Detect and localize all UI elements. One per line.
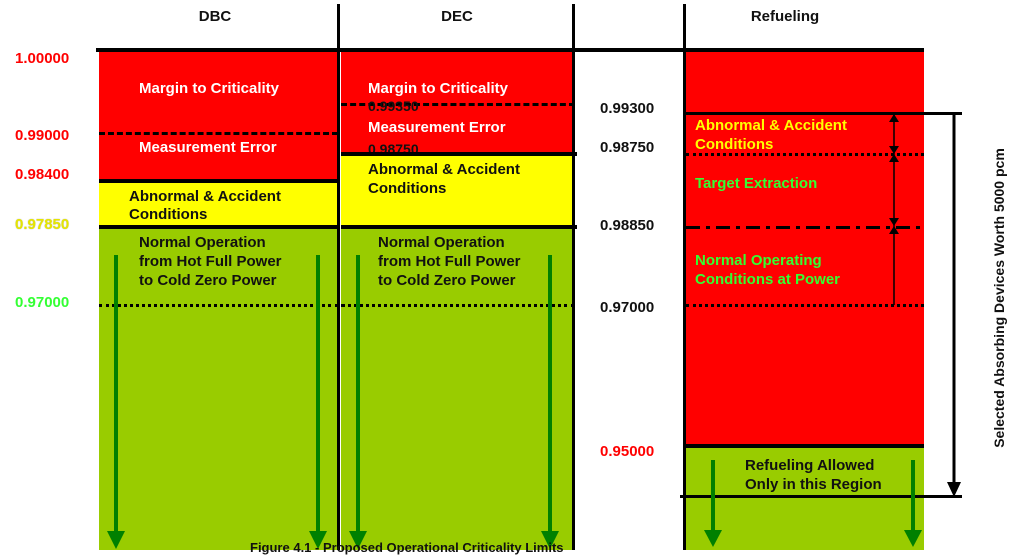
dec-abnormal-top-line (341, 152, 577, 156)
dbc-arrow-left (107, 255, 125, 549)
refueling-target-label: Target Extraction (695, 175, 818, 192)
dbc-measurement-label: Measurement Error (139, 139, 277, 156)
refueling-allowed-label-1: Refueling Allowed (745, 457, 875, 474)
left-axis-0-97000: 0.97000 (15, 294, 70, 311)
dbc-normal-label-2: from Hot Full Power (139, 253, 282, 270)
top-limit-line (96, 48, 924, 52)
refueling-098850-line (686, 226, 924, 229)
refueling-left-border (683, 48, 686, 550)
refueling-inner-arrows (889, 114, 899, 305)
refueling-abnormal-label-1: Abnormal & Accident (695, 117, 847, 134)
mid-axis-0-95000: 0.95000 (600, 443, 655, 460)
refueling-normal-label-1: Normal Operating (695, 252, 822, 269)
dbc-red-region (99, 52, 338, 179)
figure-caption: Figure 4.1 - Proposed Operational Critic… (250, 540, 564, 555)
dec-abnormal-label-2: Conditions (368, 180, 447, 197)
refueling-normal-label-2: Conditions at Power (695, 271, 841, 288)
dec-red-region (341, 52, 575, 152)
dbc-measurement-line (99, 132, 338, 135)
dec-099350-line (341, 103, 575, 106)
mid-axis-0-98750: 0.98750 (600, 139, 655, 156)
left-axis-0-99000: 0.99000 (15, 127, 70, 144)
dec-abnormal-label-1: Abnormal & Accident (368, 161, 520, 178)
refueling-red-region (686, 52, 924, 444)
refueling-097-line (686, 304, 924, 307)
dbc-header: DBC (198, 8, 232, 25)
dec-measurement-label: Measurement Error (368, 119, 506, 136)
refueling-095-line (686, 444, 924, 448)
dec-right-border (572, 48, 575, 550)
mid-axis-0-97000: 0.97000 (600, 299, 655, 316)
left-axis-0-97850: 0.97850 (15, 216, 70, 233)
refueling-arrow-left (704, 460, 722, 547)
dbc-arrow-right (309, 255, 327, 549)
refueling-allowed-label-2: Only in this Region (745, 476, 882, 493)
refueling-lower-limit-line (680, 495, 962, 498)
dec-arrow-left (349, 255, 367, 549)
dec-green-region (341, 229, 575, 550)
dbc-normal-label-1: Normal Operation (139, 234, 266, 251)
dec-normal-label-1: Normal Operation (378, 234, 505, 251)
dbc-abnormal-label-2: Conditions (129, 206, 208, 223)
refueling-098750-line (686, 153, 924, 156)
dec-yellow-region (341, 156, 575, 225)
absorbing-devices-label: Selected Absorbing Devices Worth 5000 pc… (991, 148, 1007, 448)
refueling-upper-limit-line (686, 112, 962, 115)
dec-099350-label: 0.99350 (368, 98, 419, 114)
dec-header: DEC (441, 8, 473, 25)
refueling-green-region (686, 448, 924, 550)
left-axis-0-98400: 0.98400 (15, 166, 70, 183)
dec-normal-top-line (341, 225, 577, 229)
refueling-arrow-right (904, 460, 922, 547)
dec-normal-label-2: from Hot Full Power (378, 253, 521, 270)
dbc-normal-label-3: to Cold Zero Power (139, 272, 277, 289)
dbc-097-line (99, 304, 338, 307)
left-axis-1-00000: 1.00000 (15, 50, 70, 67)
dec-margin-label: Margin to Criticality (368, 80, 509, 97)
dec-097-line (341, 304, 575, 307)
dbc-green-region (99, 229, 338, 550)
dbc-abnormal-label-1: Abnormal & Accident (129, 188, 281, 205)
dbc-normal-top-line (99, 225, 338, 229)
dbc-yellow-region (99, 183, 338, 225)
dbc-abnormal-top-line (99, 179, 338, 183)
header-divider-2 (572, 4, 575, 50)
dec-normal-label-3: to Cold Zero Power (378, 272, 516, 289)
absorbing-devices-arrow (947, 114, 961, 497)
mid-axis-0-99300: 0.99300 (600, 100, 655, 117)
dbc-margin-label: Margin to Criticality (139, 80, 280, 97)
dbc-dec-divider (337, 48, 340, 550)
mid-axis-0-98850: 0.98850 (600, 217, 655, 234)
refueling-header: Refueling (750, 8, 820, 25)
header-divider-1 (337, 4, 340, 50)
header-divider-3 (683, 4, 686, 50)
dec-arrow-right (541, 255, 559, 549)
refueling-abnormal-label-2: Conditions (695, 136, 774, 153)
